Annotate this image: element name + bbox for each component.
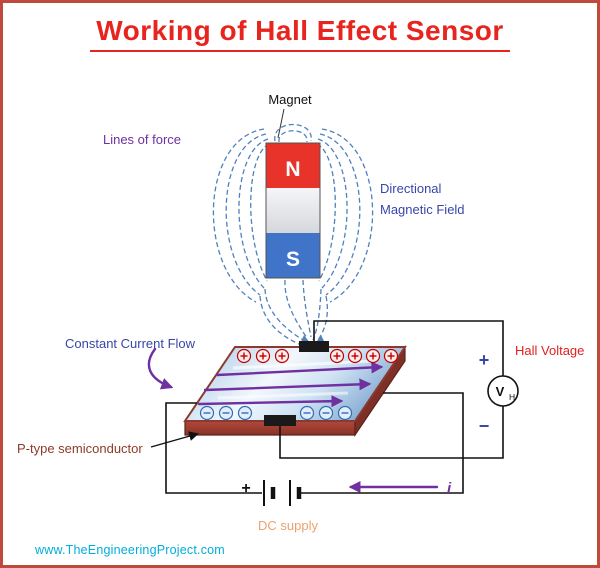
title-wrap: Working of Hall Effect Sensor	[3, 15, 597, 52]
magnet-south-letter: S	[286, 248, 300, 271]
hall-contact-bottom	[264, 415, 296, 426]
hall-voltage-label: Hall Voltage	[515, 343, 584, 358]
p-type-label: P-type semiconductor	[17, 441, 143, 456]
magnet-south-pole	[266, 233, 320, 278]
directional-field-label-line2: Magnetic Field	[380, 202, 465, 217]
hall-contact-top	[299, 341, 329, 352]
supply-circuit-wire	[165, 392, 464, 494]
magnet-label-line	[277, 108, 285, 139]
magnet-north-letter: N	[285, 158, 300, 181]
page-title: Working of Hall Effect Sensor	[90, 15, 510, 52]
constant-current-arrow-icon	[147, 347, 174, 390]
battery-plus-sign: +	[241, 480, 250, 497]
website-watermark: www.TheEngineeringProject.com	[35, 543, 225, 557]
voltmeter: V H	[487, 375, 519, 407]
negative-charges-icon	[199, 405, 353, 421]
magnet-label: Magnet	[268, 92, 312, 107]
magnet-middle	[266, 188, 320, 233]
magnet-north-pole	[266, 143, 320, 188]
voltmeter-letter: V	[496, 384, 505, 399]
hall-effect-diagram: N S	[17, 92, 584, 533]
p-type-pointer-arrow-icon	[150, 431, 199, 448]
constant-current-label: Constant Current Flow	[65, 336, 196, 351]
semiconductor-slab	[183, 341, 407, 437]
current-symbol-label: i	[447, 480, 452, 497]
dc-supply-label: DC supply	[258, 518, 318, 533]
hall-plus-sign: +	[479, 350, 490, 370]
positive-charges-icon	[236, 348, 399, 364]
lines-of-force-label: Lines of force	[103, 132, 181, 147]
hall-voltage-circuit-wire	[279, 320, 504, 459]
battery-icon	[263, 480, 302, 506]
directional-field-label-line1: Directional	[380, 181, 442, 196]
current-flow-arrows-icon	[197, 361, 384, 408]
hall-minus-sign: −	[479, 416, 490, 436]
voltmeter-subscript: H	[509, 392, 515, 402]
magnet: N S	[265, 108, 321, 279]
